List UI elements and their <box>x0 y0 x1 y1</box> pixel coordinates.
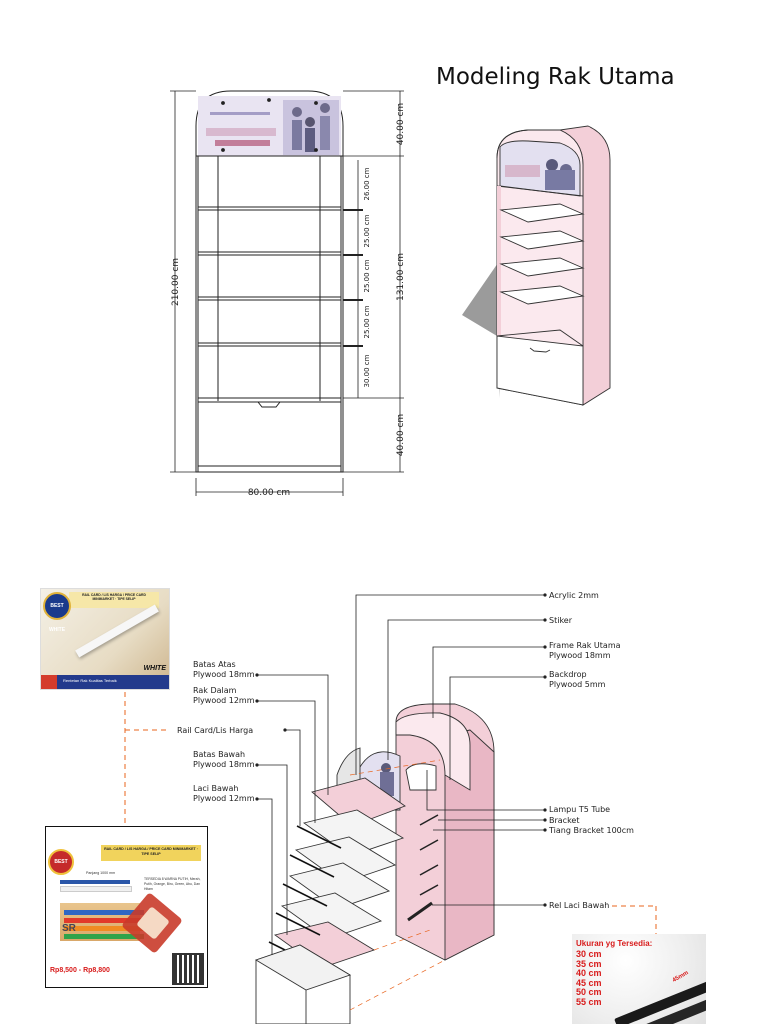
label-rel-laci: Rel Laci Bawah <box>549 901 609 910</box>
orange-connectors <box>124 692 657 1011</box>
label-frame-2: Plywood 18mm <box>549 651 611 660</box>
size-item: 30 cm <box>576 949 602 959</box>
product2-price: Rp8,500 - Rp8,800 <box>50 967 110 974</box>
label-rail-card: Rail Card/Lis Harga <box>177 726 253 735</box>
size-item: 35 cm <box>576 958 602 969</box>
product2-badge: BEST QUALITY <box>48 849 74 887</box>
product1-badge: BEST WHITE <box>43 592 71 633</box>
label-batas-atas-1: Batas Atas <box>193 660 236 669</box>
product2-length-label: Panjang 1000 mm <box>86 871 116 875</box>
dim-gap-5: 30.00 cm <box>363 354 371 387</box>
product2-heading: RAIL CARD / LIS HARGA / PRICE CARD MINIM… <box>104 847 198 856</box>
product1-footer: Rentetan Rak Kualitas Terbaik <box>63 678 117 683</box>
label-backdrop-1: Backdrop <box>549 670 587 679</box>
label-rak-dalam-2: Plywood 12mm <box>193 696 255 705</box>
dim-gap-1: 26.00 cm <box>363 167 371 200</box>
label-laci-bawah-2: Plywood 12mm <box>193 794 255 803</box>
size-item: 50 cm <box>576 987 602 998</box>
product3-heading: Ukuran yg Tersedia: <box>576 939 653 948</box>
product-image-drawer-rail: Ukuran yg Tersedia: 30 cm 35 cm 40 cm 45… <box>572 934 706 1024</box>
label-bracket: Bracket <box>549 816 579 825</box>
qr-code-icon <box>172 953 204 985</box>
product2-desc: TERSEDIA 8 WARNA PUTIH, Merah, Putih, Or… <box>144 877 201 891</box>
size-item: 55 cm <box>576 996 602 1007</box>
label-batas-atas-2: Plywood 18mm <box>193 670 255 679</box>
dim-middle: 131.00 cm <box>396 253 406 301</box>
label-frame-1: Frame Rak Utama <box>549 641 621 650</box>
product-image-rail-card-white: RAIL CARD / LIS HARGA / PRICE CARD MINIM… <box>40 588 170 690</box>
label-batas-bawah-2: Plywood 18mm <box>193 760 255 769</box>
dim-top: 40.00 cm <box>396 103 406 145</box>
product2-logo: SR <box>62 923 76 934</box>
leader-lines <box>257 594 545 955</box>
product1-color-label: WHITE <box>143 665 166 672</box>
dim-gap-3: 25.00 cm <box>363 259 371 292</box>
dim-width: 80.00 cm <box>248 488 290 498</box>
dim-gap-4: 25.00 cm <box>363 305 371 338</box>
dimension-lines <box>170 90 404 496</box>
product1-heading: RAIL CARD / LIS HARGA / PRICE CARD MINIM… <box>82 593 146 601</box>
label-tiang: Tiang Bracket 100cm <box>548 826 634 835</box>
size-item: 40 cm <box>576 968 602 979</box>
exploded-view <box>254 703 495 1024</box>
page-title: Modeling Rak Utama <box>436 64 675 90</box>
dim-total-height: 210.00 cm <box>171 258 181 306</box>
label-lampu: Lampu T5 Tube <box>549 805 610 814</box>
product-image-rail-card-colors: RAIL CARD / LIS HARGA / PRICE CARD MINIM… <box>45 826 208 988</box>
size-item: 45 cm <box>576 977 602 988</box>
dim-bottom: 40.00 cm <box>396 414 406 456</box>
dim-gap-2: 25.00 cm <box>363 214 371 247</box>
label-stiker: Stiker <box>549 616 573 625</box>
shelf-3d-model <box>462 125 611 406</box>
label-rak-dalam-1: Rak Dalam <box>193 686 237 695</box>
label-laci-bawah-1: Laci Bawah <box>193 784 238 793</box>
front-elevation <box>195 90 344 473</box>
label-backdrop-2: Plywood 5mm <box>549 680 606 689</box>
label-batas-bawah-1: Batas Bawah <box>193 750 245 759</box>
label-acrylic: Acrylic 2mm <box>549 591 599 600</box>
